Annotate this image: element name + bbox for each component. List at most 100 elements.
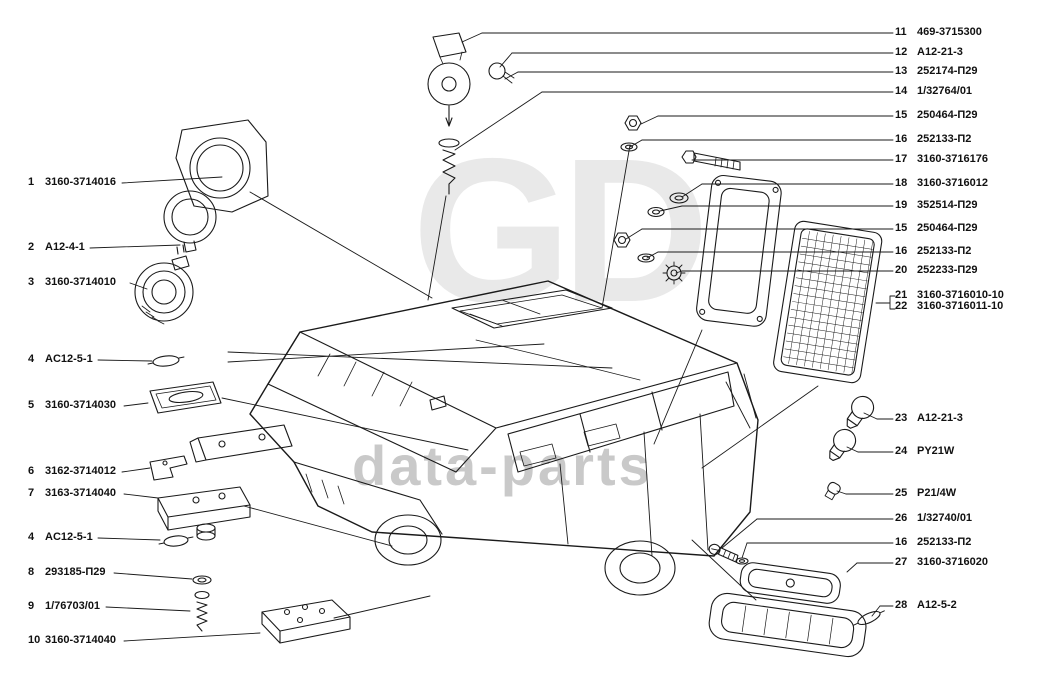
part-code: 3160-3716011-10	[917, 300, 1004, 312]
part-number: 15	[895, 222, 908, 234]
part-code: 352514-П29	[917, 199, 978, 211]
festoon-bulb-28	[853, 610, 885, 626]
washer-16c	[735, 557, 749, 565]
leader-connectors	[454, 32, 881, 617]
part-code: 1/32740/01	[917, 512, 973, 524]
part-label-4: 4 AC12-5-1	[28, 353, 93, 365]
nut-15b	[613, 232, 631, 248]
part-code: 293185-П29	[45, 566, 106, 578]
part-code: 3160-3714010	[45, 276, 116, 288]
part-number: 4	[28, 531, 35, 543]
part-number: 14	[895, 85, 908, 97]
part-number: 28	[895, 599, 908, 611]
part-code: 252133-П2	[917, 245, 972, 257]
part-code: 1/32764/01	[917, 85, 973, 97]
part-label-13: 13 252174-П29	[895, 65, 978, 77]
star-washer-20	[662, 261, 686, 285]
part-code: 469-3715300	[917, 26, 982, 38]
part-number: 26	[895, 512, 908, 524]
part-label-9: 9 1/76703/01	[28, 600, 100, 612]
washer-8	[192, 575, 212, 585]
part-label-12: 12 A12-21-3	[895, 46, 963, 58]
part-number: 7	[28, 487, 35, 499]
part-label-7: 7 3163-3714040	[28, 487, 116, 499]
part-number: 23	[895, 412, 908, 424]
part-number: 17	[895, 153, 908, 165]
clip-bracket-6	[149, 455, 188, 481]
part-code: 3163-3714040	[45, 487, 116, 499]
part-code: 252174-П29	[917, 65, 978, 77]
bulb-24	[829, 428, 857, 461]
part-label-15b: 15 250464-П29	[895, 222, 978, 234]
part-code: 3162-3714012	[45, 465, 116, 477]
part-number: 15	[895, 109, 908, 121]
part-number: 24	[895, 445, 908, 457]
part-label-6: 6 3162-3714012	[28, 465, 116, 477]
bulb-25	[824, 481, 841, 501]
washer-18	[669, 192, 689, 204]
long-reference-lines	[221, 144, 819, 619]
part-number: 2	[28, 241, 35, 253]
part-label-3: 3 3160-3714010	[28, 276, 116, 288]
part-number: 6	[28, 465, 35, 477]
part-code: 3160-3716176	[917, 153, 988, 165]
part-code: 3160-3714040	[45, 634, 116, 646]
nut-15a	[624, 115, 642, 131]
part-number: 9	[28, 600, 35, 612]
part-code: 250464-П29	[917, 222, 978, 234]
part-label-16: 16 252133-П2	[895, 133, 971, 145]
part-number: 20	[895, 264, 908, 276]
part-code: AC12-5-1	[45, 531, 93, 543]
part-code: 1/76703/01	[45, 600, 101, 612]
part-number: 3	[28, 276, 35, 288]
bulb-23	[846, 395, 875, 429]
part-label-14: 14 1/32764/01	[895, 85, 972, 97]
part-code: PY21W	[917, 445, 955, 457]
part-number: 5	[28, 399, 35, 411]
part-number: 21	[895, 289, 908, 301]
festoon-bulb-4a	[147, 355, 185, 367]
part-label-26: 26 1/32740/01	[895, 512, 972, 524]
part-number: 4	[28, 353, 35, 365]
part-code: A12-4-1	[45, 241, 85, 253]
licence-lamp-reflector	[739, 562, 841, 604]
part-number: 12	[895, 46, 908, 58]
lamp-base-block-10	[261, 599, 351, 644]
leader-lines-right	[481, 32, 896, 607]
part-code: A12-21-3	[917, 46, 963, 58]
licence-lamp-housing	[708, 592, 867, 658]
washer-16b	[637, 253, 655, 263]
part-label-17: 17 3160-3716176	[895, 153, 988, 165]
part-code: 252133-П2	[917, 133, 972, 145]
part-label-4b: 4 AC12-5-1	[28, 531, 93, 543]
part-number: 16	[895, 133, 908, 145]
bolt-17	[681, 150, 741, 171]
part-code: P21/4W	[917, 487, 957, 499]
part-code: A12-5-2	[917, 599, 957, 611]
part-number: 27	[895, 556, 908, 568]
side-repeater-lamp	[149, 381, 222, 414]
vehicle-body-drawing	[249, 280, 759, 596]
tail-lamp-gasket	[696, 174, 782, 327]
festoon-bulb-4b	[158, 535, 194, 547]
part-code: A12-21-3	[917, 412, 963, 424]
part-code: 3160-3716012	[917, 177, 988, 189]
part-number: 13	[895, 65, 908, 77]
part-label-2: 2 A12-4-1	[28, 241, 85, 253]
tail-lamp-lens	[773, 220, 883, 384]
part-code: AC12-5-1	[45, 353, 93, 365]
